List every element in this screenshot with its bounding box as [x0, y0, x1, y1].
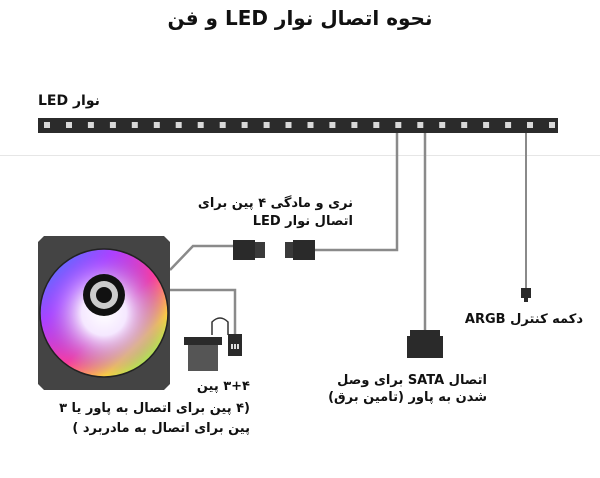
connector-female [233, 240, 265, 260]
argb-label: دکمه کنترل ARGB [464, 312, 583, 327]
led-chip [329, 122, 336, 128]
sata-label-line1: اتصال SATA برای وصل [337, 373, 487, 388]
led-chip [351, 122, 358, 128]
led-chip [307, 122, 314, 128]
led-chip [483, 122, 490, 128]
led-chip [197, 122, 204, 128]
led-chip [131, 122, 138, 128]
led-chip [175, 122, 182, 128]
led-chips [44, 122, 555, 128]
molex-loop [211, 317, 229, 335]
led-chip [263, 122, 270, 128]
led-chip [219, 122, 226, 128]
connector-male [285, 240, 315, 260]
led-chip [109, 122, 116, 128]
led-chip [373, 122, 380, 128]
fan-argb-wire [169, 244, 233, 271]
connector-label-line1: نری و مادگی ۴ پین برای [197, 196, 353, 211]
led-chip [461, 122, 468, 128]
fan-label-line3: پین برای اتصال به مادربرد ) [72, 421, 250, 436]
led-chip [549, 122, 555, 128]
diagram-title: نحوه اتصال نوار LED و فن [167, 6, 433, 30]
strip-connector-wire [315, 133, 399, 252]
molex-connector [184, 334, 242, 371]
connector-label-line2: اتصال نوار LED [252, 214, 353, 229]
led-chip [395, 122, 402, 128]
fan-label-line2: (۴ پین برای اتصال به پاور یا ۳ [59, 401, 250, 416]
led-chip [439, 122, 446, 128]
fan-label-line1: ۳+۴ پین [196, 379, 250, 394]
argb-button [521, 288, 531, 302]
sata-connector [407, 330, 443, 358]
fan-power-wire [170, 288, 237, 335]
led-chip [417, 122, 424, 128]
led-chip [153, 122, 160, 128]
led-chip [241, 122, 248, 128]
led-chip [505, 122, 512, 128]
divider [0, 155, 600, 156]
strip-label: نوار LED [38, 93, 100, 109]
led-chip [285, 122, 292, 128]
sata-label-line2: شدن به پاور (تامین برق) [328, 390, 487, 405]
led-strip [38, 118, 558, 133]
led-chip [87, 122, 94, 128]
led-chip [66, 122, 72, 128]
wires [169, 133, 527, 335]
led-chip [44, 122, 50, 128]
rgb-fan [38, 236, 170, 390]
led-chip [527, 122, 533, 128]
